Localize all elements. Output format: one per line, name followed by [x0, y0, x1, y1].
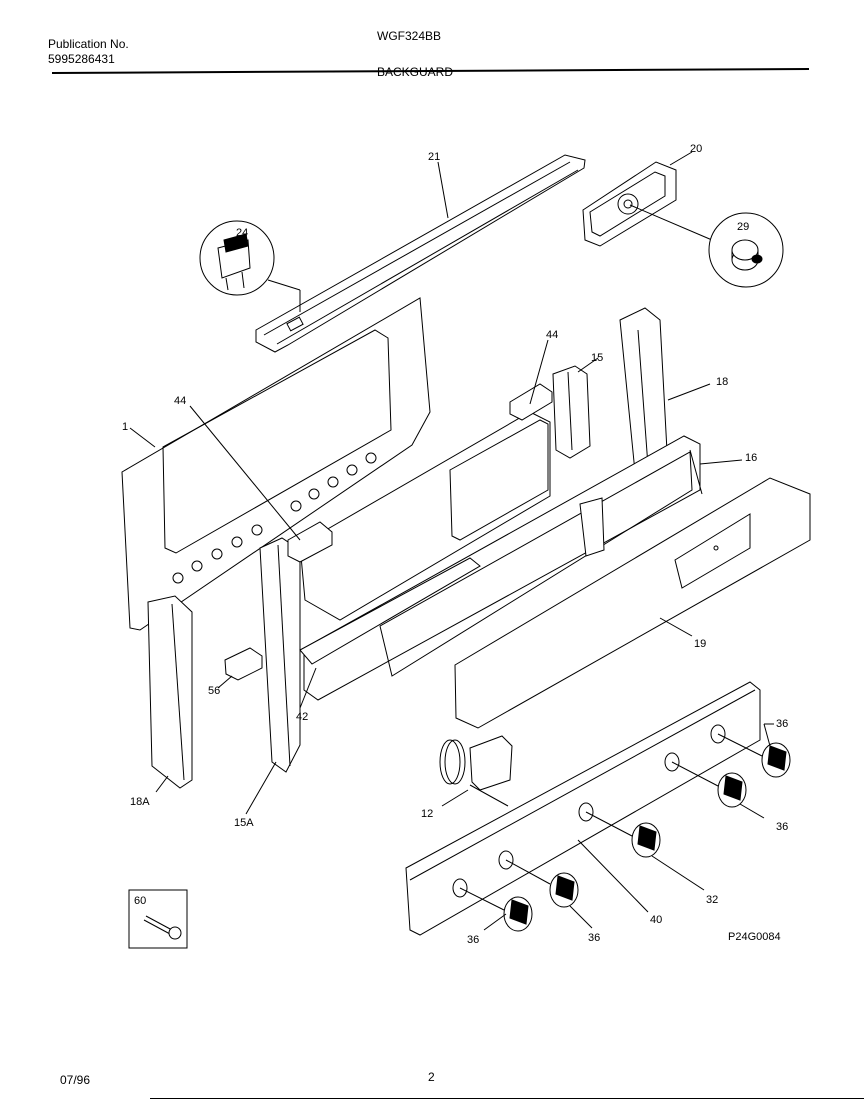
part-60-screw-inset [128, 889, 188, 949]
page-number: 2 [428, 1070, 435, 1084]
part-15a-side-bracket-left [259, 537, 301, 773]
callout-15a: 15A [234, 817, 254, 829]
callout-24: 24 [236, 227, 248, 239]
callout-12: 12 [421, 808, 433, 820]
callout-18a: 18A [130, 796, 150, 808]
publication-number: 5995286431 [48, 52, 115, 66]
part-29-knob-inset [708, 212, 784, 288]
callout-44-right: 44 [546, 329, 558, 341]
part-56-bracket [224, 647, 263, 681]
model-number: WGF324BB [377, 29, 442, 43]
callout-36-b: 36 [776, 821, 788, 833]
drawing-code: P24G0084 [728, 931, 781, 943]
publication-label: Publication No. [48, 37, 129, 51]
callout-32: 32 [706, 894, 718, 906]
part-40-manifold-panel [405, 681, 761, 936]
part-24-switch-inset [199, 220, 275, 296]
callout-21: 21 [428, 151, 440, 163]
callout-18: 18 [716, 376, 728, 388]
part-15-side-bracket-right [552, 365, 591, 459]
footer-date: 07/96 [60, 1073, 91, 1087]
callout-60: 60 [134, 895, 146, 907]
callout-1: 1 [122, 421, 128, 433]
part-16-console-frame [303, 435, 703, 701]
footer-rule [150, 1098, 864, 1099]
part-42-rail [299, 557, 481, 665]
callout-36-d: 36 [467, 934, 479, 946]
knob-36-upper-right [761, 742, 791, 778]
knob-32 [631, 822, 661, 858]
callout-20: 20 [690, 143, 702, 155]
part-12-thermostat [439, 735, 513, 807]
part-20-control-bracket [582, 161, 677, 247]
callout-29: 29 [737, 221, 749, 233]
part-19-glass-panel [454, 477, 811, 729]
callout-40: 40 [650, 914, 662, 926]
callout-labels: 1 12 15 15A 16 18 18A 19 20 21 24 29 32 … [122, 143, 788, 946]
callout-36-a: 36 [776, 718, 788, 730]
callout-44-left: 44 [174, 395, 186, 407]
leader-lines [129, 151, 774, 931]
part-18a-end-cap-left [147, 595, 193, 789]
callout-42: 42 [296, 711, 308, 723]
knob-36-lower-left [503, 896, 533, 932]
callout-56: 56 [208, 685, 220, 697]
part-21-top-trim [255, 154, 586, 353]
knob-36-right [717, 772, 747, 808]
part-1-back-panel [121, 297, 431, 631]
callout-16: 16 [745, 452, 757, 464]
part-44-bracket-left [287, 521, 333, 563]
knob-36-lower [549, 872, 579, 908]
callout-19: 19 [694, 638, 706, 650]
callout-36-c: 36 [588, 932, 600, 944]
callout-15: 15 [591, 352, 603, 364]
